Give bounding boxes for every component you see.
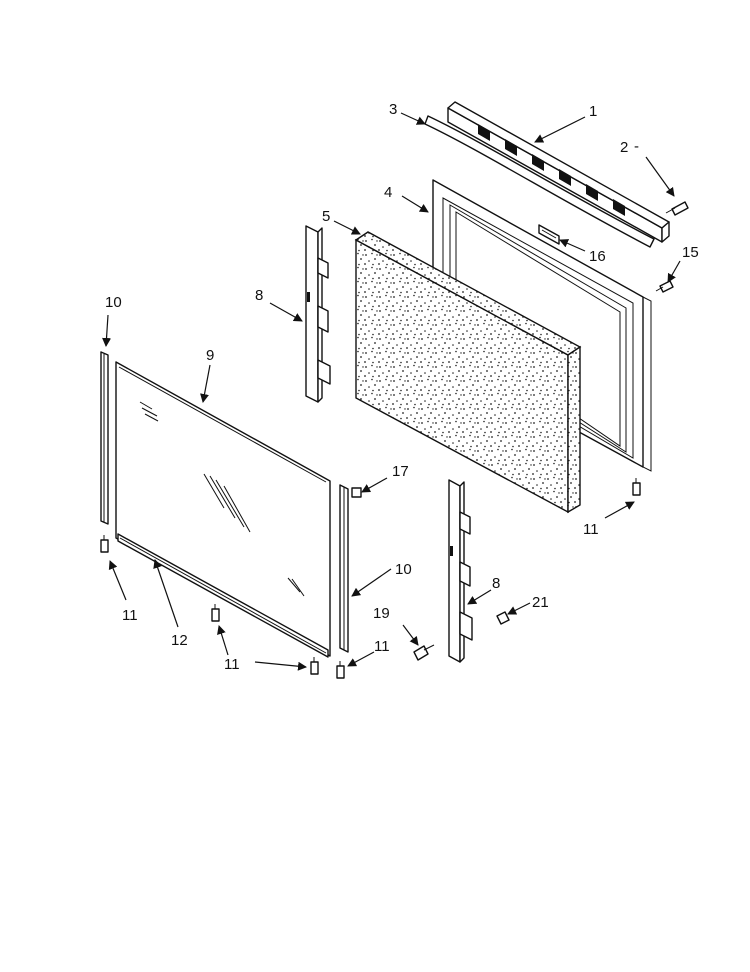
callout-4: 4 <box>384 184 392 201</box>
callout-11-left: 11 <box>122 607 138 624</box>
callout-1: 1 <box>589 103 597 120</box>
leader-lines <box>102 112 681 671</box>
callout-11-right: 11 <box>583 521 599 538</box>
callout-10-right: 10 <box>395 561 412 578</box>
callout-8-right: 8 <box>492 575 500 592</box>
callout-11-bottom: 11 <box>224 656 240 673</box>
callout-16: 16 <box>589 248 606 265</box>
callout-19: 19 <box>373 605 390 622</box>
hinge-screw <box>413 644 435 661</box>
screw-11-lower <box>310 657 319 675</box>
clip-17 <box>351 487 362 498</box>
hinge-bracket-left <box>305 225 331 403</box>
callout-8-left: 8 <box>255 287 263 304</box>
callout-2-dash: - <box>634 138 639 155</box>
screw-11-right <box>632 478 641 496</box>
frame-screw <box>655 280 674 293</box>
vent-trim <box>447 101 670 243</box>
callout-15: 15 <box>682 244 699 261</box>
callout-3: 3 <box>389 101 397 118</box>
callout-12: 12 <box>171 632 188 649</box>
callout-5: 5 <box>322 208 330 225</box>
callout-11-strip: 11 <box>374 638 390 655</box>
callout-labels: 1 2 - 3 4 5 16 15 8 10 9 17 11 10 8 21 1… <box>105 101 699 673</box>
screw-11-mid <box>211 604 220 622</box>
door-glass <box>115 361 331 657</box>
door-handle <box>424 115 655 248</box>
trim-screw <box>665 201 689 216</box>
side-strip-right <box>339 484 349 653</box>
bottom-strip <box>117 533 329 658</box>
callout-9: 9 <box>206 347 214 364</box>
callout-10-left: 10 <box>105 294 122 311</box>
callout-21: 21 <box>532 594 549 611</box>
nameplate <box>538 224 560 245</box>
callout-2: 2 <box>620 139 628 156</box>
callout-17: 17 <box>392 463 409 480</box>
hinge-bracket-right <box>448 479 473 663</box>
clip-21 <box>496 611 510 625</box>
screw-11-strip <box>336 661 345 679</box>
screw-11-left <box>100 535 109 553</box>
side-strip-left <box>100 351 109 525</box>
door-insulation <box>354 231 582 514</box>
